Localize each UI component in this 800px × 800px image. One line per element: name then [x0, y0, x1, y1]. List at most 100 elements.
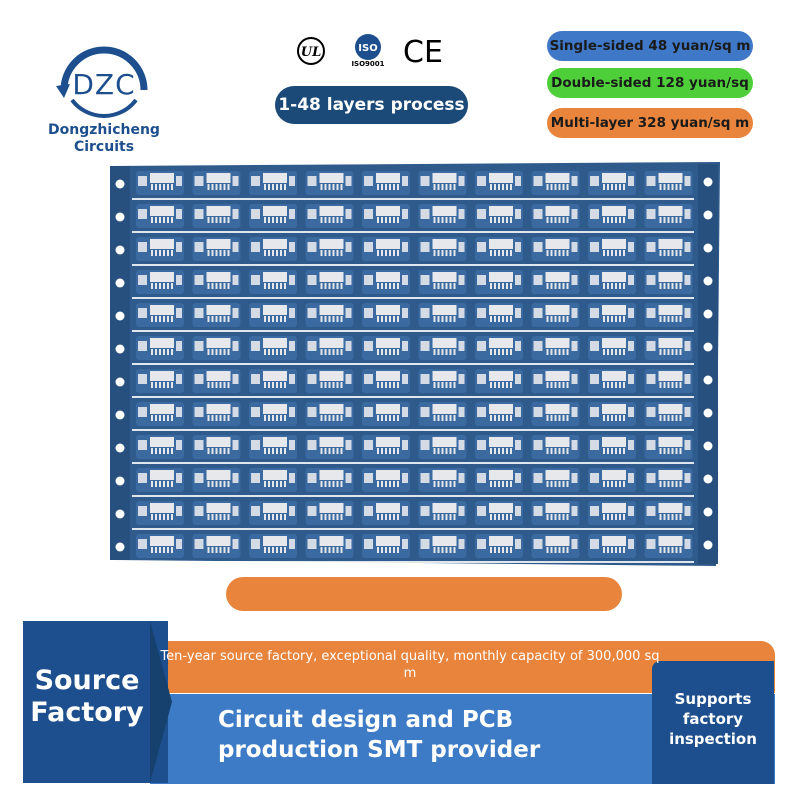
- pcb-pin: [554, 217, 557, 223]
- pcb-tab: [402, 176, 408, 186]
- pcb-pin: [171, 448, 173, 454]
- pcb-tab: [364, 506, 373, 516]
- company-name: Dongzhicheng Circuits: [44, 122, 164, 156]
- pcb-tab: [194, 539, 204, 549]
- pcb-pin: [679, 250, 682, 256]
- pcb-rail-hole: [703, 210, 713, 220]
- pcb-pin: [433, 547, 436, 553]
- pcb-pin: [433, 514, 436, 520]
- pcb-tab: [533, 308, 543, 318]
- pcb-pin: [227, 382, 230, 388]
- pcb-pin: [393, 283, 395, 289]
- pcb-pin: [554, 283, 557, 289]
- pcb-pin: [159, 217, 161, 223]
- pcb-pin: [320, 184, 323, 190]
- pcb-pin: [151, 382, 153, 388]
- pcb-pin: [441, 184, 444, 190]
- pcb-pin: [381, 250, 383, 256]
- pcb-tab: [176, 407, 182, 417]
- pcb-tab: [289, 308, 295, 318]
- pcb-tab: [477, 473, 486, 483]
- pcb-pin: [272, 382, 274, 388]
- pcb-pin: [494, 382, 496, 388]
- pcb-pin: [623, 481, 625, 487]
- pcb-rail-hole: [115, 377, 125, 387]
- pcb-pin: [393, 250, 395, 256]
- pcb-pad-block: [319, 173, 344, 183]
- pcb-pin: [433, 382, 436, 388]
- pcb-pin: [393, 415, 395, 421]
- pcb-pin: [611, 382, 613, 388]
- banner-inspection-panel: [652, 661, 774, 784]
- pcb-pin: [453, 415, 456, 421]
- pcb-tab: [345, 374, 352, 384]
- pcb-pin: [393, 481, 395, 487]
- pcb-pin: [498, 514, 500, 520]
- pcb-pin: [611, 184, 613, 190]
- pcb-pin: [437, 349, 440, 355]
- pcb-pin: [211, 415, 214, 421]
- pcb-pin: [502, 217, 504, 223]
- layers-process-badge: 1-48 layers process: [275, 86, 468, 124]
- pcb-tab: [458, 473, 465, 483]
- pcb-pin: [550, 415, 553, 421]
- pcb-pin: [498, 547, 500, 553]
- pcb-pin: [663, 514, 666, 520]
- pcb-pin: [679, 547, 682, 553]
- pcb-pin: [566, 250, 569, 256]
- pcb-pin: [207, 184, 210, 190]
- pcb-tab: [251, 473, 260, 483]
- pcb-pin: [675, 217, 678, 223]
- pcb-pin: [272, 250, 274, 256]
- pcb-pin: [449, 514, 452, 520]
- pcb-pin: [506, 250, 508, 256]
- pcb-pin: [675, 184, 678, 190]
- pcb-pin: [155, 283, 157, 289]
- pcb-pin: [506, 547, 508, 553]
- pcb-pin: [671, 448, 674, 454]
- pcb-pin: [332, 514, 335, 520]
- pcb-pin: [264, 481, 266, 487]
- pcb-pin: [397, 250, 399, 256]
- pcb-tab: [364, 341, 373, 351]
- pcb-pad-block: [150, 371, 174, 381]
- pcb-pad-block: [263, 437, 287, 447]
- pcb-pin: [667, 547, 670, 553]
- pcb-tab: [646, 176, 656, 186]
- pcb-tab: [232, 176, 239, 186]
- pcb-pin: [453, 514, 456, 520]
- pcb-pin: [558, 283, 561, 289]
- pcb-pin: [619, 448, 621, 454]
- pcb-pin: [389, 382, 391, 388]
- pcb-tab: [590, 440, 599, 450]
- pcb-pin: [163, 184, 165, 190]
- pcb-pin: [336, 448, 339, 454]
- pcb-pin: [159, 448, 161, 454]
- pcb-tab: [176, 473, 182, 483]
- pcb-tab: [402, 275, 408, 285]
- pcb-pad-block: [658, 272, 683, 282]
- pcb-pad-block: [658, 404, 683, 414]
- pcb-tab: [176, 176, 182, 186]
- pcb-tab: [251, 275, 260, 285]
- pcb-pin: [659, 283, 662, 289]
- pcb-pin: [554, 349, 557, 355]
- pcb-pad-block: [602, 404, 626, 414]
- pcb-pin: [490, 250, 492, 256]
- pcb-pin: [264, 382, 266, 388]
- iso-certification-icon: ISO: [355, 34, 381, 60]
- pcb-pin: [494, 547, 496, 553]
- pcb-pad-block: [319, 272, 344, 282]
- pcb-pin: [219, 316, 222, 322]
- pcb-tab: [458, 176, 465, 186]
- pcb-pin: [659, 316, 662, 322]
- pcb-pad-block: [489, 437, 513, 447]
- pcb-pad-block: [545, 371, 570, 381]
- pcb-pin: [171, 283, 173, 289]
- pcb-pad-block: [432, 338, 457, 348]
- pcb-pin: [381, 382, 383, 388]
- pcb-pin: [603, 250, 605, 256]
- pcb-pin: [546, 184, 549, 190]
- pcb-tab: [646, 209, 656, 219]
- pcb-pin: [268, 514, 270, 520]
